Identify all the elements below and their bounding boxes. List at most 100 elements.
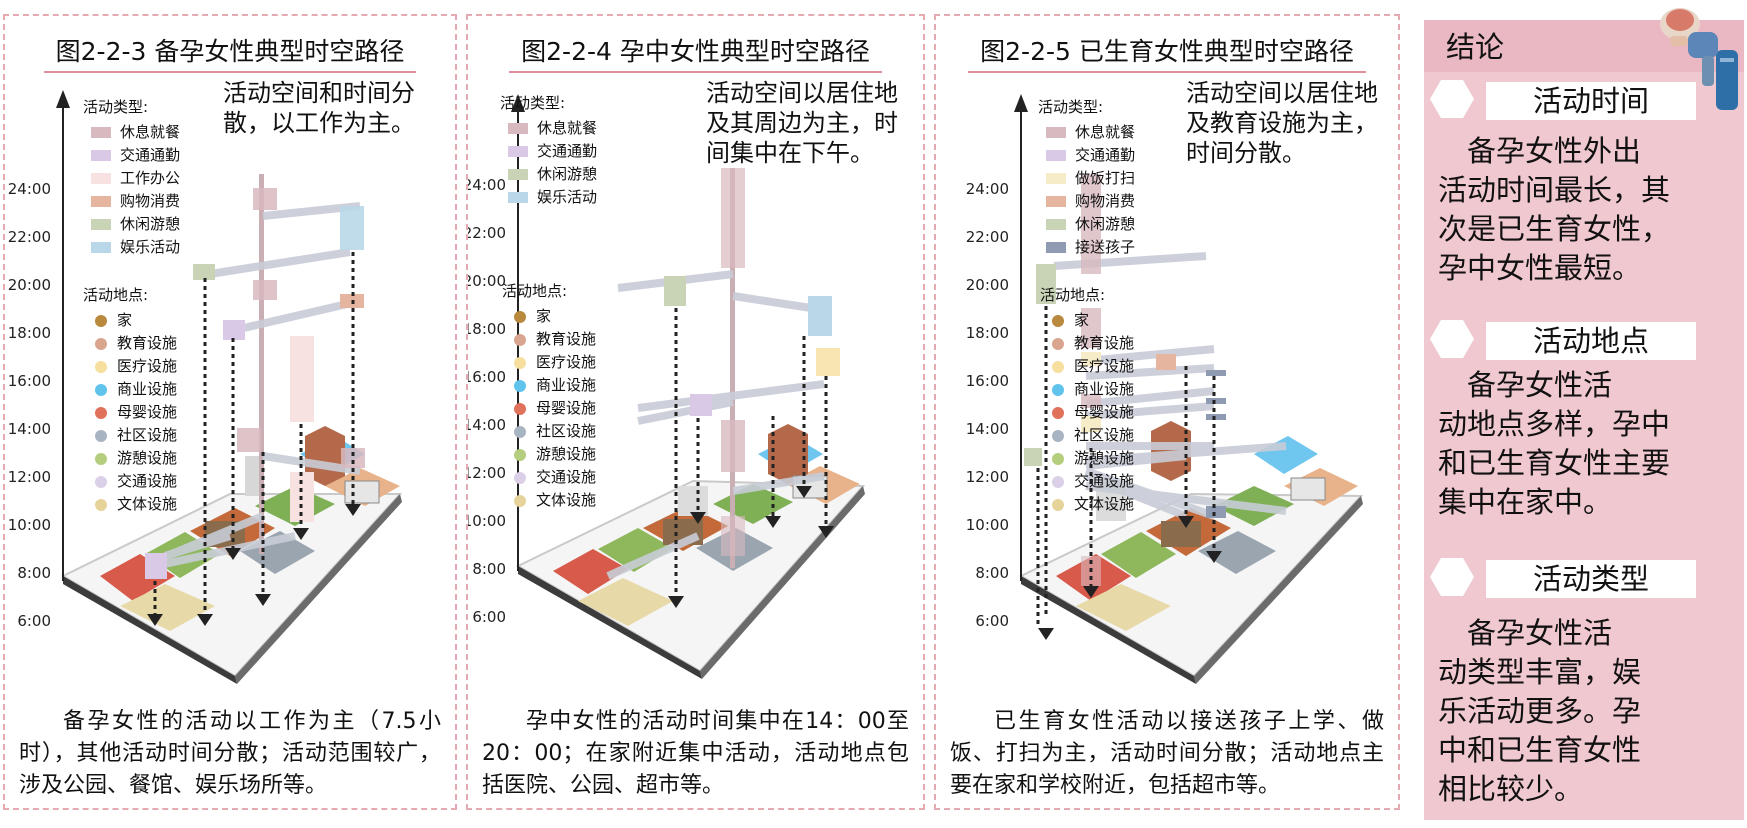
panel-postnatal: 图2-2-5 已生育女性典型时空路径 活动空间以居住地 及教育设施为主， 时间分… [934,14,1400,810]
tick-label: 18:00 [966,324,1009,342]
panel-preconception: 图2-2-3 备孕女性典型时空路径 活动空间和时间分 散，以工作为主。 24:0… [3,14,457,810]
legend-item: 教育设施 [83,332,177,355]
panel-description: 备孕女性的活动以工作为主（7.5小时），其他活动时间分散；活动范围较广，涉及公园… [19,709,441,798]
legend-item: 商业设施 [83,378,177,401]
legend-item: 休闲游憩 [500,163,597,186]
tick-label: 24:00 [8,180,51,198]
legend-item: 家 [1040,309,1134,332]
tick-label: 14:00 [8,420,51,438]
tick-label: 16:00 [8,372,51,390]
hexagon-icon [1430,80,1474,118]
legend-item: 文体设施 [83,493,177,516]
tick-label: 24:00 [966,180,1009,198]
legend-item: 商业设施 [502,374,596,397]
legend-item: 商业设施 [1040,378,1134,401]
legend-item: 医疗设施 [502,351,596,374]
panel-title: 图2-2-4 孕中女性典型时空路径 [509,36,882,73]
tick-label: 6:00 [975,612,1009,630]
legend-item: 医疗设施 [83,355,177,378]
legend-item: 家 [83,309,177,332]
space-time-diagram: 24:00 22:00 20:00 18:00 16:00 14:00 12:0… [468,94,866,679]
legend-item: 文体设施 [502,489,596,512]
legend-item: 社区设施 [83,424,177,447]
tick-label: 10:00 [966,516,1009,534]
woman-with-luggage-illustration [1660,8,1738,110]
legend-item: 接送孩子 [1038,236,1135,259]
section-text-type: 备孕女性活 动类型丰富，娱 乐活动更多。孕 中和已生育女性 相比较少。 [1438,616,1642,806]
legend-item: 交通设施 [83,470,177,493]
tick-label: 6:00 [472,608,506,626]
tick-label: 20:00 [966,276,1009,294]
section-text-place: 备孕女性活 动地点多样，孕中 和已生育女性主要 集中在家中。 [1438,368,1671,519]
legend-item: 休息就餐 [500,117,597,140]
tick-label: 22:00 [468,224,506,242]
panel-description: 孕中女性的活动时间集中在14：00至20：00；在家附近集中活动，活动地点包括医… [482,709,909,798]
space-time-diagram: 24:00 22:00 20:00 18:00 16:00 14:00 12:0… [966,94,1364,684]
legend-item: 娱乐活动 [500,186,597,209]
tick-label: 20:00 [8,276,51,294]
panel-description: 已生育女性活动以接送孩子上学、做饭、打扫为主，活动时间分散；活动地点主要在家和学… [950,709,1384,798]
tick-label: 8:00 [17,564,51,582]
legend-item: 家 [502,305,596,328]
legend-item: 交通设施 [502,466,596,489]
legend-item: 交通通勤 [1038,144,1135,167]
panel-summary: 活动空间以居住地 及其周边为主，时 间集中在下午。 [706,79,898,167]
panel-summary: 活动空间和时间分 散，以工作为主。 [223,79,415,137]
legend-item: 社区设施 [502,420,596,443]
section-label-type: 活动类型 [1486,560,1696,598]
tick-label: 14:00 [468,416,506,434]
tick-label: 6:00 [17,612,51,630]
legend-item: 交通设施 [1040,470,1134,493]
activity-type-legend: 活动类型: 休息就餐 交通通勤 工作办公 购物消费 休闲游憩 娱乐活动 [83,96,180,259]
tick-label: 10:00 [468,512,506,530]
legend-item: 休闲游憩 [83,213,180,236]
legend-item: 母婴设施 [1040,401,1134,424]
legend-item: 交通通勤 [83,144,180,167]
legend-item: 购物消费 [83,190,180,213]
section-label-time: 活动时间 [1486,82,1696,120]
tick-label: 22:00 [8,228,51,246]
activity-place-legend: 活动地点: 家 教育设施 医疗设施 商业设施 母婴设施 社区设施 游憩设施 交通… [83,284,177,516]
tick-label: 18:00 [468,320,506,338]
tick-label: 22:00 [966,228,1009,246]
section-label-place: 活动地点 [1486,322,1696,360]
legend-item: 母婴设施 [502,397,596,420]
legend-item: 游憩设施 [502,443,596,466]
panel-summary: 活动空间以居住地 及教育设施为主， 时间分散。 [1186,79,1378,167]
legend-item: 游憩设施 [1040,447,1134,470]
tick-label: 12:00 [468,464,506,482]
conclusion-panel: 结论 活动时间 备孕女性外出 活动时间最长，其 次是已生育女性， 孕中女性最短。… [1424,20,1744,820]
legend-item: 游憩设施 [83,447,177,470]
tick-label: 12:00 [8,468,51,486]
tick-label: 20:00 [468,272,506,290]
legend-item: 购物消费 [1038,190,1135,213]
legend-item: 休息就餐 [83,121,180,144]
tick-label: 8:00 [472,560,506,578]
hexagon-icon [1430,320,1474,358]
panel-mid-pregnancy: 图2-2-4 孕中女性典型时空路径 活动空间以居住地 及其周边为主，时 间集中在… [466,14,925,810]
section-text-time: 备孕女性外出 活动时间最长，其 次是已生育女性， 孕中女性最短。 [1438,134,1671,285]
tick-label: 10:00 [8,516,51,534]
legend-item: 交通通勤 [500,140,597,163]
conclusion-title: 结论 [1446,30,1505,64]
space-time-diagram: 24:00 22:00 20:00 18:00 16:00 14:00 12:0… [8,90,403,684]
legend-item: 文体设施 [1040,493,1134,516]
legend-item: 教育设施 [502,328,596,351]
tick-label: 18:00 [8,324,51,342]
hexagon-icon [1430,558,1474,596]
tick-label: 16:00 [468,368,506,386]
legend-item: 医疗设施 [1040,355,1134,378]
tick-label: 16:00 [966,372,1009,390]
activity-type-legend: 活动类型: 休息就餐 交通通勤 做饭打扫 购物消费 休闲游憩 接送孩子 [1038,96,1135,259]
legend-item: 娱乐活动 [83,236,180,259]
legend-item: 做饭打扫 [1038,167,1135,190]
activity-place-legend: 活动地点: 家 教育设施 医疗设施 商业设施 母婴设施 社区设施 游憩设施 交通… [1040,284,1134,516]
tick-label: 8:00 [975,564,1009,582]
panel-title: 图2-2-5 已生育女性典型时空路径 [968,36,1366,73]
activity-type-legend: 活动类型: 休息就餐 交通通勤 休闲游憩 娱乐活动 [500,92,597,209]
tick-label: 12:00 [966,468,1009,486]
legend-item: 教育设施 [1040,332,1134,355]
legend-item: 休闲游憩 [1038,213,1135,236]
legend-item: 社区设施 [1040,424,1134,447]
tick-label: 24:00 [468,176,506,194]
